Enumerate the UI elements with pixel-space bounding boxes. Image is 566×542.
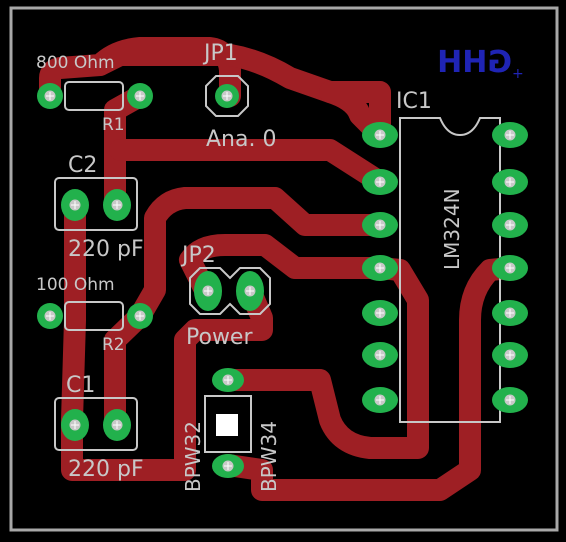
c1-pad-1: [61, 409, 89, 441]
ic1-pin-right-2: [492, 169, 528, 195]
brand-text: GHH: [437, 45, 512, 80]
ic1-pin-left-3: [362, 212, 398, 238]
r2-pad-1: [37, 303, 63, 329]
ic1-pin-right-6: [492, 342, 528, 368]
trace-ic1-pin3: [129, 187, 391, 327]
trace-right-col: [319, 81, 391, 146]
c2-pad-1: [61, 189, 89, 221]
board-outline: [9, 6, 559, 532]
sensor-body: [204, 395, 252, 453]
r2-name-label: R2: [102, 335, 125, 355]
c2-pad-2: [103, 189, 131, 221]
ic1-outline: [399, 117, 501, 423]
ic1-pin-right-5: [492, 300, 528, 326]
jp1-pad-1: [215, 84, 239, 108]
ic1-pin-left-4: [362, 255, 398, 281]
ic1-pin-left-2: [362, 169, 398, 195]
ic1-pin-right-1: [492, 122, 528, 148]
c1-value-label: 220 pF: [68, 457, 144, 482]
jp2-outline: [189, 267, 271, 315]
c1-name-label: C1: [66, 373, 95, 398]
ic1-pin-left-6: [362, 342, 398, 368]
ic1-pin-left-7: [362, 387, 398, 413]
c2-body: [54, 177, 138, 231]
trace-ic1-pin2: [109, 139, 391, 193]
trace-c2-c1: [61, 194, 86, 431]
ic1-pin-right-7: [492, 387, 528, 413]
sensor-pad-1: [212, 368, 244, 392]
c2-name-label: C2: [68, 153, 97, 178]
r1-pad-1: [37, 83, 63, 109]
r1-value-label: 800 Ohm: [36, 53, 115, 73]
ic1-pin-right-4: [492, 255, 528, 281]
ic1-pin-left-1: [362, 122, 398, 148]
pads-layer: [37, 83, 528, 478]
jp1-name-label: JP1: [202, 41, 238, 66]
sensor-name-label: BPW32: [181, 421, 205, 492]
r2-pad-2: [127, 303, 153, 329]
jp1-signal-label: Ana. 0: [206, 127, 276, 152]
jp2-pad-1: [194, 271, 222, 311]
r1-name-label: R1: [102, 115, 125, 135]
ic1-pin-right-3: [492, 212, 528, 238]
ic1-name-label: IC1: [396, 89, 432, 114]
jp2-name-label: JP2: [180, 243, 216, 268]
ic1-pin-left-5: [362, 300, 398, 326]
trace-power-loop: [61, 279, 273, 481]
c2-value-label: 220 pF: [68, 237, 144, 262]
trace-sensor-ic: [217, 257, 429, 459]
jp2-signal-label: Power: [186, 325, 253, 350]
trace-ic1-pin4: [179, 234, 391, 301]
c1-body: [54, 397, 138, 451]
r2-body: [64, 301, 124, 331]
r1-body: [64, 81, 124, 111]
trace-jp1-ic1-pin1: [89, 44, 391, 146]
ic1-value-label: LM324N: [440, 188, 464, 270]
silkscreen-layer: [54, 75, 501, 453]
sensor-pad-2: [212, 454, 244, 478]
trace-sensor-right: [217, 257, 521, 501]
jp1-outline: [205, 75, 249, 117]
c1-pad-2: [103, 409, 131, 441]
brand-cross: +: [512, 66, 524, 82]
jp2-pad-2: [236, 271, 264, 311]
r2-value-label: 100 Ohm: [36, 275, 115, 295]
sensor-value-label: BPW34: [257, 421, 281, 492]
sensor-window: [216, 414, 238, 436]
r1-pad-2: [127, 83, 153, 109]
